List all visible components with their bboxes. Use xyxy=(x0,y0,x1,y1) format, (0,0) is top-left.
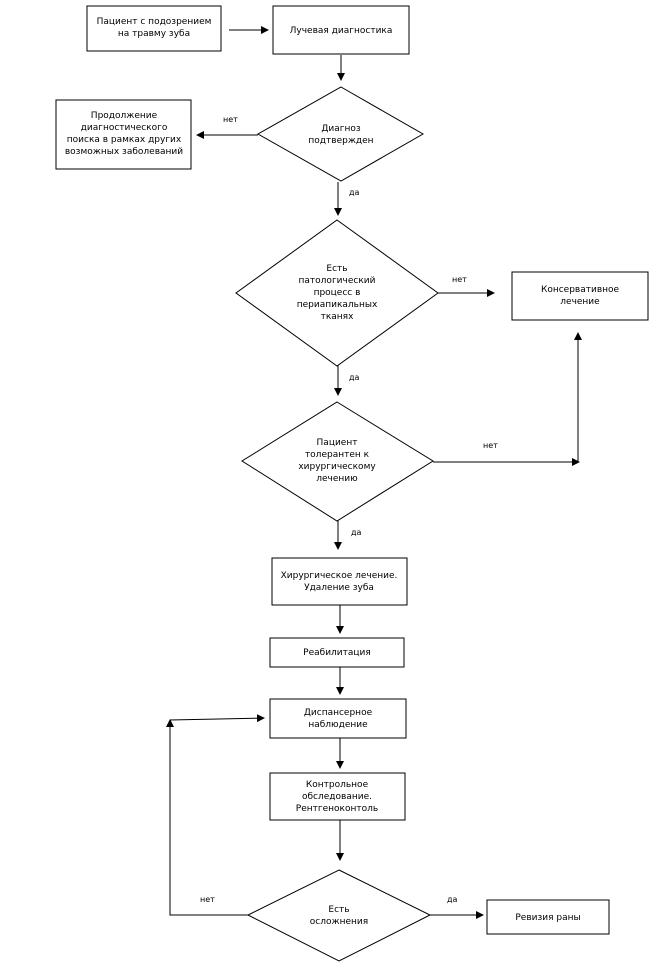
node-radiology-text: Лучевая диагностика xyxy=(290,26,393,36)
node-complications-line-1: Есть xyxy=(328,905,349,915)
node-pathology-line-2: патологический xyxy=(299,276,376,286)
node-pathology-line-5: тканях xyxy=(321,312,354,322)
label-complications-yes: да xyxy=(447,895,458,904)
node-conservative: Консервативное лечение xyxy=(511,271,649,321)
node-conservative-line-2: лечение xyxy=(560,297,600,307)
node-control-line-2: обследование. xyxy=(302,792,372,802)
node-control: Контрольное обследование. Рентгеноконтол… xyxy=(269,772,406,821)
node-tolerant-line-1: Пациент xyxy=(317,438,358,448)
arrow-loop-to-dispensary xyxy=(169,714,265,723)
node-continue-search: Продолжение диагностического поиска в ра… xyxy=(55,99,192,170)
connectors xyxy=(166,26,582,919)
node-tolerant-line-3: хирургическому xyxy=(298,462,376,472)
node-patient: Пациент с подозрением на травму зуба xyxy=(86,5,222,52)
label-diagnosis-no: нет xyxy=(223,115,238,124)
node-pathology-line-3: процесс в xyxy=(314,288,361,298)
node-tolerant: Пациент толерантен к хирургическому лече… xyxy=(241,401,434,522)
node-rehab-text: Реабилитация xyxy=(303,648,371,658)
node-complications-line-2: осложнения xyxy=(310,917,368,927)
node-radiology: Лучевая диагностика xyxy=(272,5,410,55)
node-patient-line-2: на травму зуба xyxy=(118,29,190,39)
node-continue-line-4: возможных заболеваний xyxy=(65,147,183,157)
node-dispensary: Диспансерное наблюдение xyxy=(269,698,407,739)
label-tolerant-no: нет xyxy=(483,441,498,450)
node-control-line-3: Рентгеноконтоль xyxy=(296,804,378,814)
node-diagnosis-line-1: Диагноз xyxy=(321,124,361,134)
node-patient-line-1: Пациент с подозрением xyxy=(97,17,212,27)
arrow-complications-no-loop xyxy=(166,719,248,916)
node-diagnosis-confirmed: Диагноз подтвержден xyxy=(256,86,425,182)
label-complications-no: нет xyxy=(200,895,215,904)
node-continue-line-2: диагностического xyxy=(81,123,168,133)
edge-labels: нет да нет да нет да нет да xyxy=(200,115,498,904)
node-dispensary-line-2: наблюдение xyxy=(308,720,368,730)
label-diagnosis-yes: да xyxy=(349,188,360,197)
label-tolerant-yes: да xyxy=(351,528,362,537)
node-tolerant-line-4: лечению xyxy=(316,474,358,484)
label-pathology-no: нет xyxy=(452,275,467,284)
arrow-tolerant-no xyxy=(433,332,582,463)
node-tolerant-line-2: толерантен к xyxy=(305,450,370,460)
node-pathology-line-4: периапикальных xyxy=(297,300,378,310)
node-pathology: Есть патологический процесс в периапикал… xyxy=(235,219,439,367)
node-pathology-line-1: Есть xyxy=(326,264,347,274)
node-surgery-line-2: Удаление зуба xyxy=(304,583,374,593)
label-pathology-yes: да xyxy=(349,373,360,382)
node-dispensary-line-1: Диспансерное xyxy=(304,708,373,718)
node-control-line-1: Контрольное xyxy=(306,780,369,790)
node-diagnosis-line-2: подтвержден xyxy=(308,136,373,146)
node-continue-line-1: Продолжение xyxy=(91,111,158,121)
node-conservative-line-1: Консервативное xyxy=(541,285,620,295)
node-continue-line-3: поиска в рамках других xyxy=(67,135,182,145)
node-revision-text: Ревизия раны xyxy=(515,913,580,923)
node-complications: Есть осложнения xyxy=(246,869,432,962)
node-surgery-line-1: Хирургическое лечение. xyxy=(281,571,398,581)
node-rehab: Реабилитация xyxy=(269,637,405,668)
node-surgery: Хирургическое лечение. Удаление зуба xyxy=(271,557,408,606)
node-revision: Ревизия раны xyxy=(486,899,610,935)
